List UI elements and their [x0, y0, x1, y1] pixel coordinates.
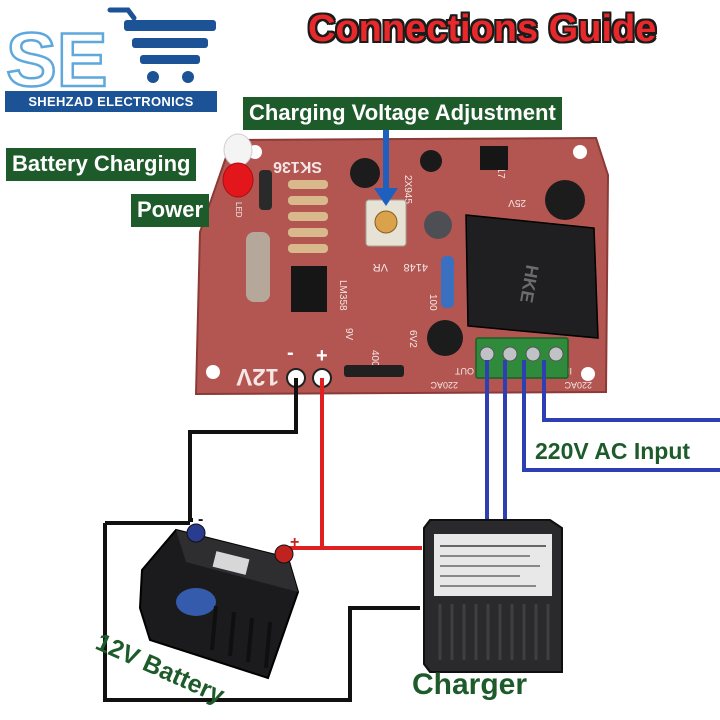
board-4007-text: 4007: [369, 350, 380, 373]
battery-12v: - +: [138, 511, 299, 680]
label-ac-input: 220V AC Input: [535, 438, 691, 464]
board-ac-right-text: 220AC: [564, 380, 592, 390]
wire-ac-in-1: [522, 360, 720, 472]
capacitor-2: [545, 180, 585, 220]
adjustment-arrow: [374, 130, 398, 206]
battery-positive-terminal: [274, 544, 294, 564]
diode-vertical: [259, 170, 272, 210]
charger-vents: [438, 604, 550, 660]
board-transistor-text: 2X945: [402, 175, 413, 204]
brand-name: SHEHZAD ELECTRONICS: [5, 91, 217, 112]
power-resistor: [246, 232, 270, 302]
led-power: [222, 133, 254, 198]
battery-negative-sign: -: [198, 511, 203, 528]
mount-hole-bottom-right: [581, 367, 595, 381]
board-100-text: 100: [427, 294, 438, 311]
battery-negative-terminal: [186, 523, 206, 543]
mount-hole-bottom-left: [206, 365, 220, 379]
wire-positive: [320, 378, 422, 550]
terminal-screw-4: [548, 346, 564, 362]
trimmer-potentiometer: [365, 199, 407, 247]
board-out-text: OUT: [455, 366, 475, 376]
board-ac-left-text: 220AC: [430, 380, 458, 390]
board-4148-text: 4148: [404, 261, 428, 273]
terminal-screw-1: [479, 346, 495, 362]
terminal-screw-2: [502, 346, 518, 362]
label-battery-charging: Battery Charging: [6, 148, 197, 181]
resistor-blue: [441, 256, 454, 308]
brand-logo: SE: [5, 7, 216, 104]
resistor-3: [288, 212, 328, 221]
board-ic-text: LM358: [337, 280, 348, 311]
terminal-screw-3: [525, 346, 541, 362]
wire-negative: [188, 378, 298, 522]
wire-ac-in-2: [542, 360, 720, 422]
label-power: Power: [131, 194, 210, 227]
diode-4007: [344, 365, 404, 377]
page-title: Connections Guide: [308, 8, 657, 50]
mount-hole-top-right: [573, 145, 587, 159]
board-zener-text: 6V2: [407, 330, 418, 348]
ic-lm358: [291, 266, 327, 312]
pcb-board: SK136 12V - + LM358 VR 4148 2X945 PC817 …: [194, 133, 610, 396]
resistor-4: [288, 228, 328, 237]
board-vr-text: VR: [373, 261, 388, 273]
board-9v-text: 9V: [343, 328, 354, 341]
resistor-1: [288, 180, 328, 189]
capacitor-1: [350, 158, 380, 188]
label-charger: Charger: [412, 668, 528, 701]
charger-adapter: [423, 519, 563, 673]
wires: [103, 360, 720, 702]
board-model-text: SK136: [273, 158, 322, 175]
cart-icon: [107, 7, 216, 83]
board-voltage-text: 12V: [236, 363, 279, 390]
resistor-5: [288, 244, 328, 253]
logo-letters: SE: [6, 18, 107, 103]
board-plus-text: +: [316, 345, 328, 367]
label-charging-voltage-adjustment: Charging Voltage Adjustment: [243, 97, 562, 130]
wire-charger-negative: [103, 523, 420, 702]
board-minus-text: -: [287, 342, 294, 364]
capacitor-4: [424, 211, 452, 239]
resistor-2: [288, 196, 328, 205]
ic-optocoupler: [480, 146, 508, 170]
board-25v-text: 25V: [508, 197, 526, 208]
battery-display: [212, 551, 250, 575]
relay: HKE: [465, 214, 599, 339]
board-led-text: LED: [234, 202, 243, 218]
battery-brand-logo: [176, 588, 216, 616]
capacitor-3: [427, 320, 463, 356]
battery-positive-sign: +: [290, 534, 299, 551]
transistor: [420, 150, 442, 172]
